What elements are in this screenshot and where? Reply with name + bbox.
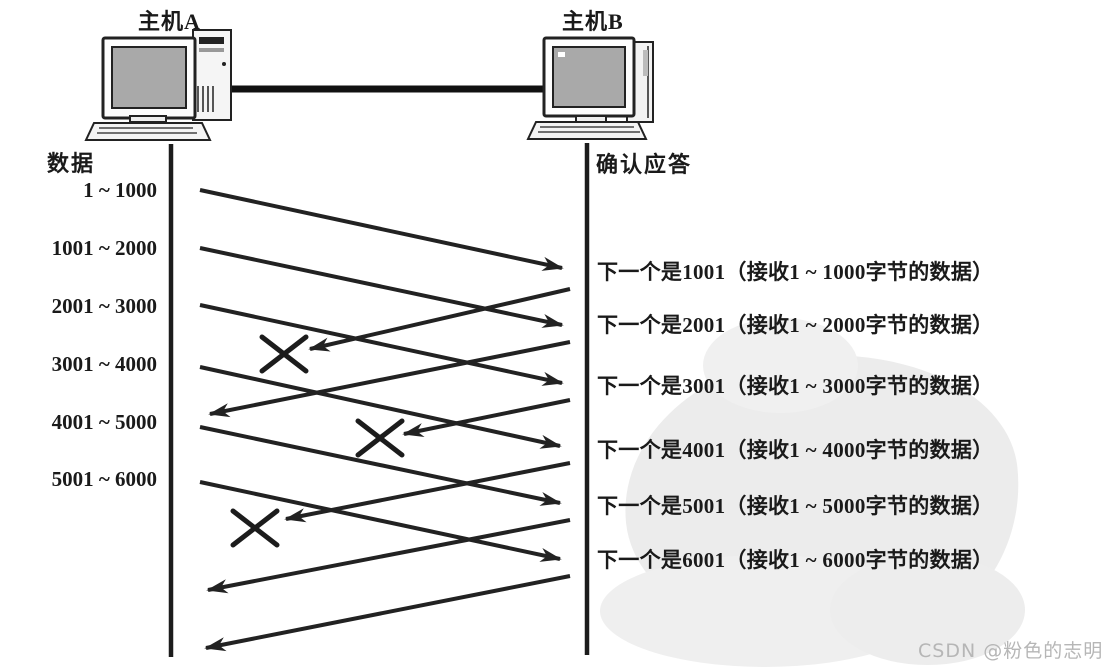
lost-ack-x-mark-1 <box>259 334 309 374</box>
ack-arrow-1001-lost <box>308 287 571 352</box>
ack-label-6001: 下一个是6001（接收1 ~ 6000字节的数据） <box>597 548 994 572</box>
data-arrow-5001-6000 <box>199 480 562 562</box>
host-a-computer-icon <box>84 29 232 141</box>
ack-label-1001: 下一个是1001（接收1 ~ 1000字节的数据） <box>597 260 994 284</box>
ack-label-2001: 下一个是2001（接收1 ~ 2000字节的数据） <box>597 313 994 337</box>
segment-label-4: 3001 ~ 4000 <box>51 352 157 376</box>
data-arrow-1-1000 <box>199 188 564 271</box>
segment-label-1: 1 ~ 1000 <box>83 178 157 202</box>
data-arrow-2001-3000 <box>199 303 564 386</box>
host-a-label: 主机A <box>138 9 201 34</box>
ack-arrows <box>204 287 571 652</box>
background-watermark-blob <box>830 555 1025 665</box>
data-column-header: 数据 <box>47 151 96 176</box>
host-b-label: 主机B <box>562 9 624 34</box>
csdn-watermark-text: CSDN @粉色的志明 <box>918 640 1104 662</box>
ack-column-header: 确认应答 <box>596 152 693 177</box>
ack-arrow-5001 <box>206 518 571 594</box>
ack-arrow-3001-lost <box>402 398 571 438</box>
data-arrow-1001-2000 <box>199 246 564 328</box>
lost-ack-x-marks <box>230 334 405 548</box>
ack-arrow-4001-lost <box>284 461 571 523</box>
segment-label-2: 1001 ~ 2000 <box>51 236 157 260</box>
host-b-computer-icon <box>526 36 654 140</box>
data-arrow-4001-5000 <box>199 425 562 506</box>
background-watermark-blob <box>703 318 858 413</box>
segment-label-6: 5001 ~ 6000 <box>51 467 157 491</box>
ack-label-4001: 下一个是4001（接收1 ~ 4000字节的数据） <box>597 438 994 462</box>
segment-label-5: 4001 ~ 5000 <box>51 410 157 434</box>
data-arrow-3001-4000 <box>199 365 562 449</box>
lost-ack-x-mark-2 <box>355 418 405 458</box>
data-arrows <box>199 188 564 562</box>
lost-ack-x-mark-3 <box>230 508 280 548</box>
segment-label-3: 2001 ~ 3000 <box>51 294 157 318</box>
ack-arrow-6001 <box>204 574 571 652</box>
ack-arrow-2001 <box>208 340 571 418</box>
ack-label-3001: 下一个是3001（接收1 ~ 3000字节的数据） <box>597 374 994 398</box>
ack-label-5001: 下一个是5001（接收1 ~ 5000字节的数据） <box>597 494 994 518</box>
